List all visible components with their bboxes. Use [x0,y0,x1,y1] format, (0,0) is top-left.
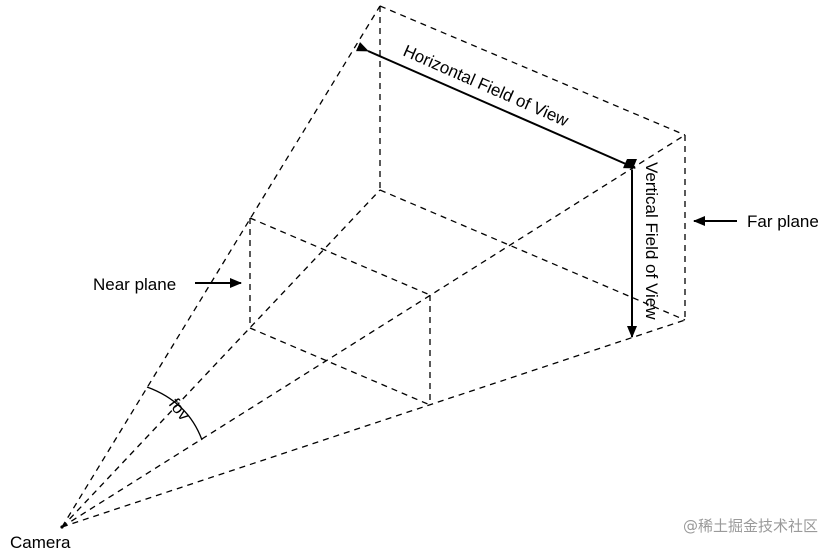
ray-bottom-left [61,189,381,528]
camera-label: Camera [10,533,71,552]
horizontal-fov-label: Horizontal Field of View [400,41,572,130]
camera-point [60,525,64,529]
fov-arc [146,386,203,441]
near-plane [249,217,431,406]
frustum-rays [61,5,686,528]
vertical-fov-label: Vertical Field of View [642,162,661,320]
far-plane-label: Far plane [747,212,819,231]
ray-top-left [61,5,381,528]
horizontal-fov-arrow [355,42,636,169]
near-plane-label: Near plane [93,275,176,294]
ray-bottom-right [61,319,686,528]
fov-label: fov [165,395,194,425]
ray-top-right [61,134,686,528]
watermark: @稀土掘金技术社区 [683,517,818,535]
